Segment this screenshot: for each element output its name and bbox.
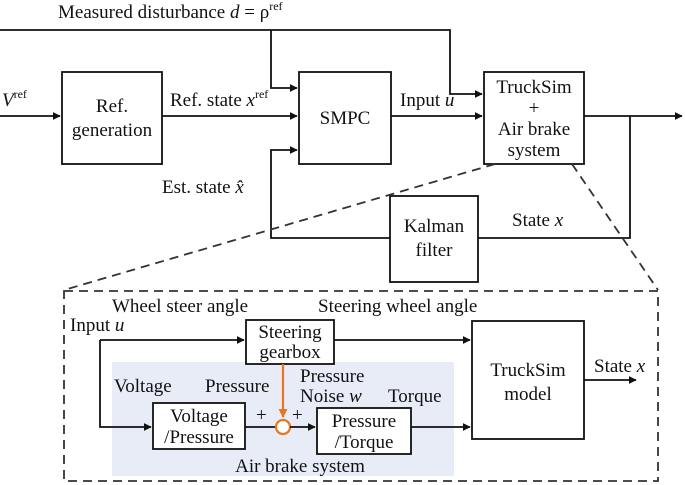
detail-input-u-label: Input u — [70, 315, 124, 336]
disturbance-label: Measured disturbance d = ρref — [58, 0, 283, 23]
kalman-label-1: Kalman — [404, 216, 465, 237]
wheel-steer-angle-label: Wheel steer angle — [112, 296, 248, 317]
detail-panel — [63, 290, 659, 482]
ref-generation-label-1: Ref. — [96, 96, 128, 117]
pressure-torque-block — [316, 407, 412, 455]
input-u-label: Input u — [400, 90, 454, 111]
plus-right: + — [292, 405, 303, 426]
kalman-label-2: filter — [416, 240, 454, 261]
zoom-line-right — [571, 163, 659, 291]
smpc-label: SMPC — [320, 108, 371, 129]
voltage-pressure-label-1: Voltage — [170, 406, 228, 427]
trucksim-label-3: Air brake — [498, 119, 570, 140]
state-x-label: State x — [512, 210, 564, 231]
steering-gearbox-block — [245, 319, 335, 365]
trucksim-block — [483, 71, 585, 165]
pressure-label: Pressure — [205, 376, 269, 397]
steering-gearbox-label-2: gearbox — [259, 342, 321, 363]
disturbance-wire — [0, 29, 483, 98]
pressure-torque-label-2: /Torque — [335, 432, 394, 453]
trucksim-label-1: TruckSim — [496, 77, 572, 98]
voltage-pressure-block — [152, 402, 246, 450]
est-state-wire — [270, 146, 390, 239]
ref-state-label: Ref. state xref — [170, 87, 268, 111]
smpc-block — [298, 71, 392, 165]
vref-label: Vref — [2, 87, 27, 111]
summing-junction — [274, 418, 292, 436]
kalman-filter-block — [389, 195, 479, 283]
detail-input-vertical-wire — [99, 340, 152, 431]
detail-state-x-label: State x — [594, 356, 646, 377]
state-feedback-wire — [478, 116, 631, 239]
plus-left: + — [256, 405, 267, 426]
trucksim-label-2: + — [529, 98, 540, 119]
pressure-noise-label-2: Noise w — [300, 386, 362, 407]
ref-generation-block — [61, 71, 163, 165]
voltage-pressure-label-2: /Pressure — [164, 427, 234, 448]
steering-wheel-angle-label: Steering wheel angle — [318, 296, 477, 317]
voltage-label: Voltage — [114, 376, 172, 397]
trucksim-model-label-1: TruckSim — [490, 360, 566, 381]
trucksim-model-label-2: model — [504, 384, 552, 405]
pressure-torque-label-1: Pressure — [332, 411, 396, 432]
trucksim-label-4: system — [508, 140, 561, 161]
trucksim-model-block — [471, 320, 585, 440]
torque-label: Torque — [388, 386, 442, 407]
ref-generation-label-2: generation — [72, 120, 153, 141]
air-brake-system-label: Air brake system — [235, 456, 365, 477]
disturbance-to-smpc-wire — [270, 30, 298, 92]
pressure-noise-label-1: Pressure — [300, 366, 364, 387]
steering-gearbox-label-1: Steering — [258, 322, 322, 343]
est-state-label: Est. state x̂ — [162, 177, 244, 198]
